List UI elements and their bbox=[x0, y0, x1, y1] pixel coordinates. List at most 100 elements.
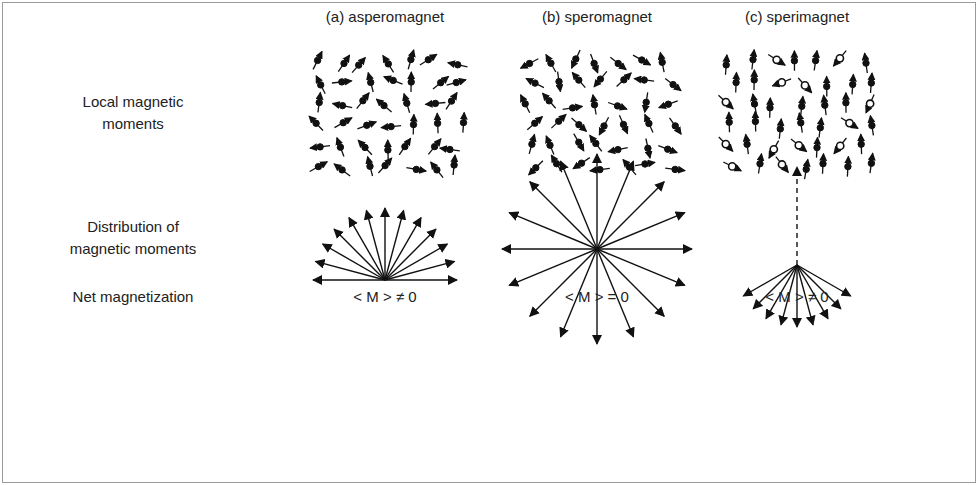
moment-arrow bbox=[597, 182, 664, 249]
atom bbox=[601, 123, 607, 129]
atom bbox=[408, 56, 414, 62]
atom bbox=[553, 161, 559, 167]
moment-arrow bbox=[378, 158, 391, 173]
atom bbox=[814, 144, 820, 150]
moment-arrow bbox=[658, 146, 677, 153]
moment-arrow bbox=[719, 95, 734, 109]
moment-arrow bbox=[529, 135, 534, 154]
atom bbox=[867, 100, 874, 107]
moment-arrow bbox=[366, 211, 385, 281]
atom bbox=[448, 98, 454, 104]
atom bbox=[404, 100, 410, 106]
moment-arrow bbox=[572, 118, 587, 131]
atom bbox=[799, 103, 805, 109]
moment-arrow bbox=[561, 161, 597, 249]
moment-arrow bbox=[608, 103, 627, 110]
atom bbox=[434, 120, 440, 126]
moment-arrow bbox=[313, 52, 322, 70]
atom bbox=[845, 163, 851, 169]
moment-arrow bbox=[431, 162, 443, 178]
atom bbox=[846, 120, 853, 127]
moment-arrow bbox=[590, 135, 602, 151]
atom bbox=[798, 120, 804, 126]
moment-arrow bbox=[599, 117, 608, 135]
atom bbox=[837, 142, 844, 149]
atom bbox=[642, 161, 648, 167]
moment-arrow bbox=[796, 167, 797, 265]
moment-arrow bbox=[551, 155, 562, 172]
atom bbox=[795, 142, 802, 149]
atom bbox=[339, 102, 345, 108]
moment-arrow bbox=[527, 117, 542, 130]
column-heading: (a) asperomagnet bbox=[326, 6, 444, 28]
atom bbox=[672, 123, 678, 129]
atom bbox=[455, 62, 461, 68]
atom bbox=[659, 59, 665, 65]
moment-arrow bbox=[572, 50, 581, 68]
moment-arrow bbox=[659, 101, 678, 108]
moment-arrow bbox=[349, 218, 385, 280]
atom bbox=[750, 56, 756, 62]
moment-arrow bbox=[596, 154, 597, 249]
moment-arrow bbox=[543, 93, 556, 108]
atom bbox=[569, 105, 575, 111]
atom bbox=[812, 57, 818, 63]
atom bbox=[438, 80, 444, 86]
atom bbox=[522, 101, 528, 107]
net-magnetization: < M > = 0 bbox=[565, 286, 629, 308]
moment-arrow bbox=[384, 77, 403, 84]
atom bbox=[733, 79, 739, 85]
moment-arrow bbox=[521, 59, 539, 68]
atom bbox=[337, 144, 343, 150]
atom bbox=[341, 60, 347, 66]
atom bbox=[318, 82, 324, 88]
moment-arrow bbox=[633, 55, 651, 65]
atom bbox=[367, 163, 373, 169]
atom bbox=[770, 146, 777, 153]
atom bbox=[533, 165, 539, 171]
atom bbox=[316, 99, 322, 105]
moment-arrow bbox=[834, 138, 846, 154]
moment-arrow bbox=[509, 249, 597, 285]
moment-arrow bbox=[376, 99, 391, 112]
moment-distribution bbox=[313, 154, 851, 344]
moment-arrow bbox=[776, 157, 789, 173]
moment-arrow bbox=[597, 249, 664, 316]
atom bbox=[744, 141, 750, 147]
atom bbox=[751, 101, 757, 107]
moment-arrow bbox=[798, 78, 812, 93]
moment-arrow bbox=[399, 138, 410, 155]
atom bbox=[751, 77, 757, 83]
atom bbox=[576, 139, 582, 145]
moment-arrow bbox=[352, 58, 365, 73]
atom bbox=[339, 79, 345, 85]
atom bbox=[643, 99, 649, 105]
moment-arrow bbox=[433, 76, 449, 89]
moment-arrow bbox=[529, 161, 543, 175]
atom bbox=[645, 145, 651, 151]
column-heading: (b) speromagnet bbox=[542, 6, 652, 28]
atom bbox=[778, 161, 785, 168]
atom bbox=[591, 102, 597, 108]
atom bbox=[621, 77, 627, 83]
atom bbox=[641, 77, 647, 83]
atom bbox=[413, 166, 419, 172]
atom bbox=[556, 78, 562, 84]
atom bbox=[639, 57, 645, 63]
moment-arrow bbox=[546, 55, 556, 73]
atom bbox=[777, 126, 783, 132]
net-magnetization: < M > ≠ 0 bbox=[765, 286, 828, 308]
atom bbox=[665, 146, 671, 152]
moment-arrow bbox=[665, 79, 681, 91]
row-heading: Net magnetization bbox=[73, 286, 194, 308]
atom bbox=[381, 102, 387, 108]
atom bbox=[869, 122, 875, 128]
moment-arrow bbox=[338, 55, 349, 71]
moment-arrow bbox=[597, 213, 685, 249]
moment-arrow bbox=[447, 80, 466, 85]
moment-arrow bbox=[316, 261, 386, 280]
moment-arrow bbox=[335, 118, 352, 128]
moment-arrow bbox=[316, 76, 325, 94]
atom bbox=[665, 101, 671, 107]
moment-arrow bbox=[610, 57, 626, 69]
